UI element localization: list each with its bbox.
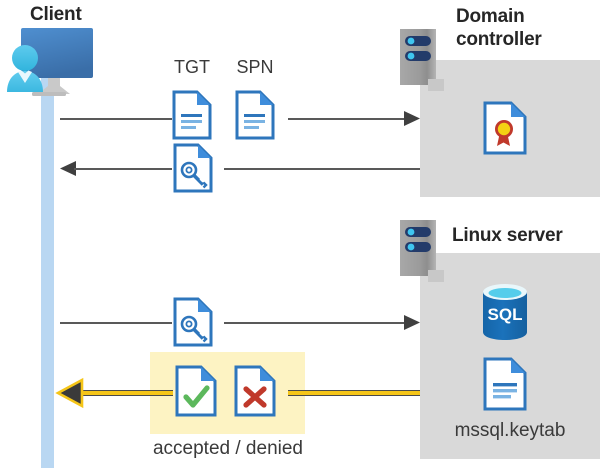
flow-request-wire-right [288, 118, 410, 120]
keytab-label: mssql.keytab [454, 420, 566, 441]
flow-present-wire-left [60, 322, 172, 324]
key-document-icon [173, 143, 213, 193]
accepted-document-icon [175, 365, 217, 417]
client-lifeline [41, 72, 54, 468]
linux-server-title: Linux server [452, 225, 563, 246]
auth-result-wire-left [78, 390, 173, 396]
sql-label: SQL [488, 305, 523, 324]
spn-label: SPN [236, 57, 274, 77]
flow-request-arrowhead [404, 111, 420, 126]
server-rack-icon [400, 29, 444, 91]
tgt-label: TGT [174, 57, 210, 77]
server-rack-icon [400, 220, 444, 282]
keytab-document-icon [483, 357, 527, 411]
text-document-icon [235, 90, 275, 140]
certificate-document-icon [483, 101, 527, 155]
key-document-icon [173, 297, 213, 347]
domain-controller-title-line1: Domain [456, 6, 525, 27]
flow-present-wire-right [224, 322, 410, 324]
denied-document-icon [234, 365, 276, 417]
text-document-icon [172, 90, 212, 140]
sql-database-icon: SQL [479, 283, 531, 341]
domain-controller-title-line2: controller [456, 29, 542, 50]
auth-result-caption: accepted / denied [152, 438, 303, 459]
flow-issue-wire-right [224, 168, 420, 170]
auth-result-highlight [150, 352, 305, 434]
auth-result-arrowhead [55, 377, 84, 409]
flow-issue-arrowhead [60, 161, 76, 176]
flow-request-wire-left [60, 118, 172, 120]
user-workstation-icon [4, 26, 96, 100]
flow-issue-wire-left [74, 168, 172, 170]
flow-present-arrowhead [404, 315, 420, 330]
auth-result-wire-right [288, 390, 420, 396]
client-title: Client [30, 4, 82, 25]
